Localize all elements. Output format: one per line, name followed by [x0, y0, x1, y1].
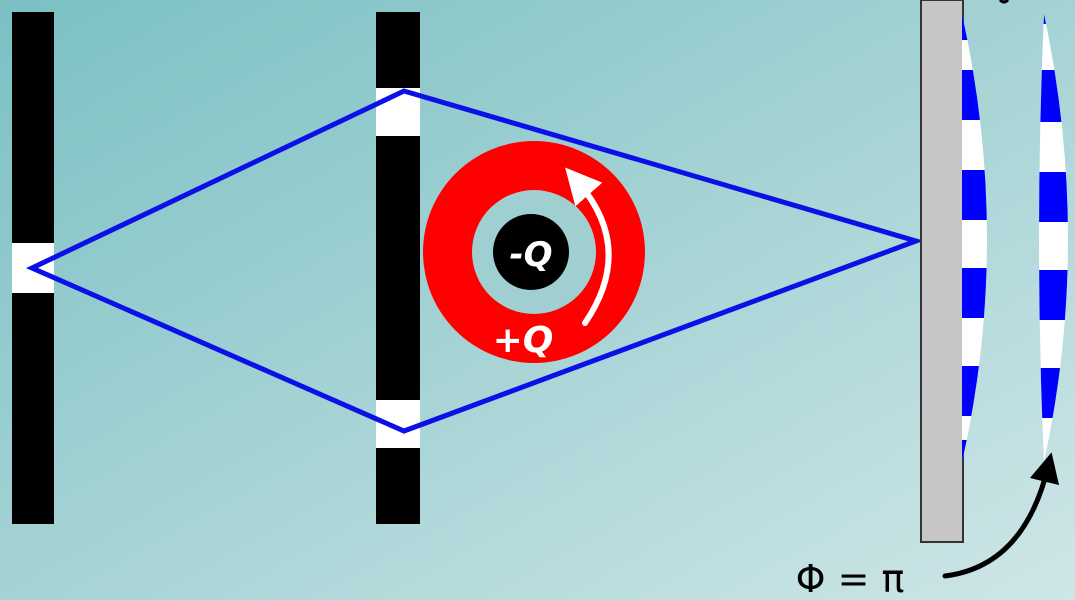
outer-charge-label: +Q — [493, 320, 554, 361]
inner-charge-label: -Q — [509, 235, 552, 275]
detection-screen — [921, 0, 963, 542]
phase-label: Φ = π — [796, 557, 905, 600]
